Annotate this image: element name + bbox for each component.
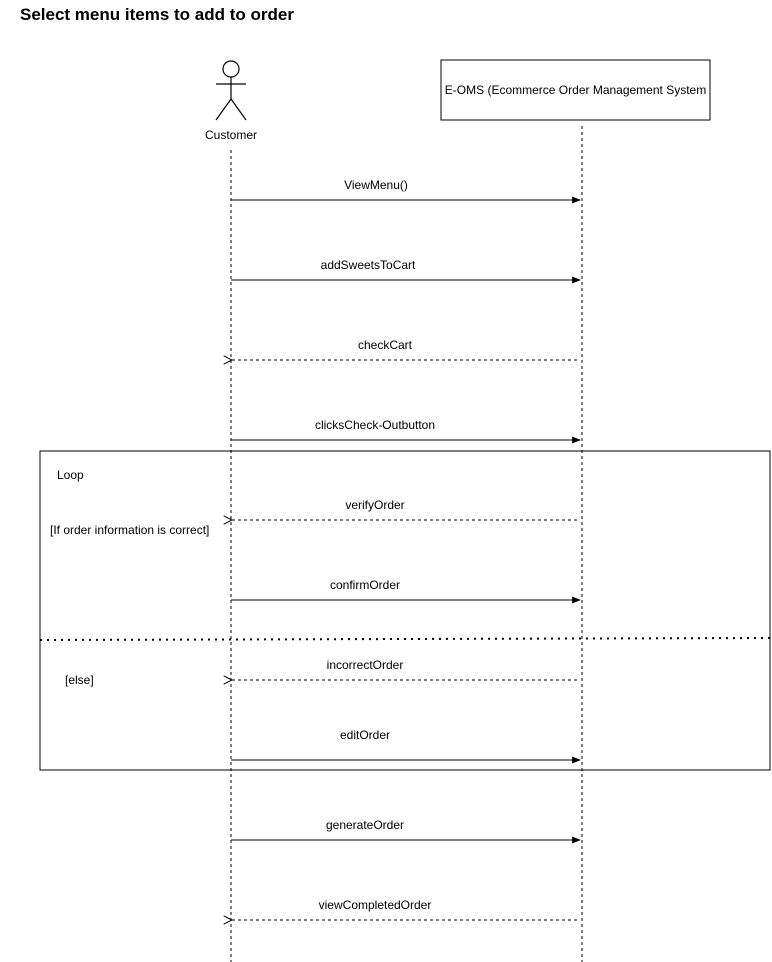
message-verifyorder-label: verifyOrder xyxy=(345,498,404,512)
fragment-divider xyxy=(39,637,771,641)
system-participant: E-OMS (Ecommerce Order Management System xyxy=(440,59,711,121)
fragment-label: Loop xyxy=(57,468,84,482)
system-box xyxy=(440,59,711,121)
message-editorder-label: editOrder xyxy=(340,728,390,742)
fragment-guard-else: [else] xyxy=(65,673,94,687)
message-clickscheckout-label: clicksCheck-Outbutton xyxy=(315,418,435,432)
message-viewmenu-label: ViewMenu() xyxy=(344,178,408,192)
message-incorrectorder-label: incorrectOrder xyxy=(327,658,404,672)
actor-customer: Customer xyxy=(205,60,257,142)
actor-head xyxy=(222,60,240,78)
fragment-guard-if: [If order information is correct] xyxy=(50,523,209,537)
actor-label: Customer xyxy=(205,128,257,142)
actor-right-leg xyxy=(230,98,247,121)
fragment-frame xyxy=(39,450,771,771)
loop-fragment: Loop [If order information is correct] [… xyxy=(39,450,771,771)
system-label: E-OMS (Ecommerce Order Management System xyxy=(445,83,706,97)
diagram-title: Select menu items to add to order xyxy=(20,5,294,24)
message-confirmorder-label: confirmOrder xyxy=(330,578,400,592)
message-addsweetstocart-label: addSweetsToCart xyxy=(321,258,416,272)
messages: ViewMenu() addSweetsToCart checkCart cli… xyxy=(231,178,581,920)
message-checkcart-label: checkCart xyxy=(358,338,413,352)
actor-left-leg xyxy=(215,98,232,121)
message-generateorder-label: generateOrder xyxy=(326,818,404,832)
message-viewcompletedorder-label: viewCompletedOrder xyxy=(319,898,432,912)
